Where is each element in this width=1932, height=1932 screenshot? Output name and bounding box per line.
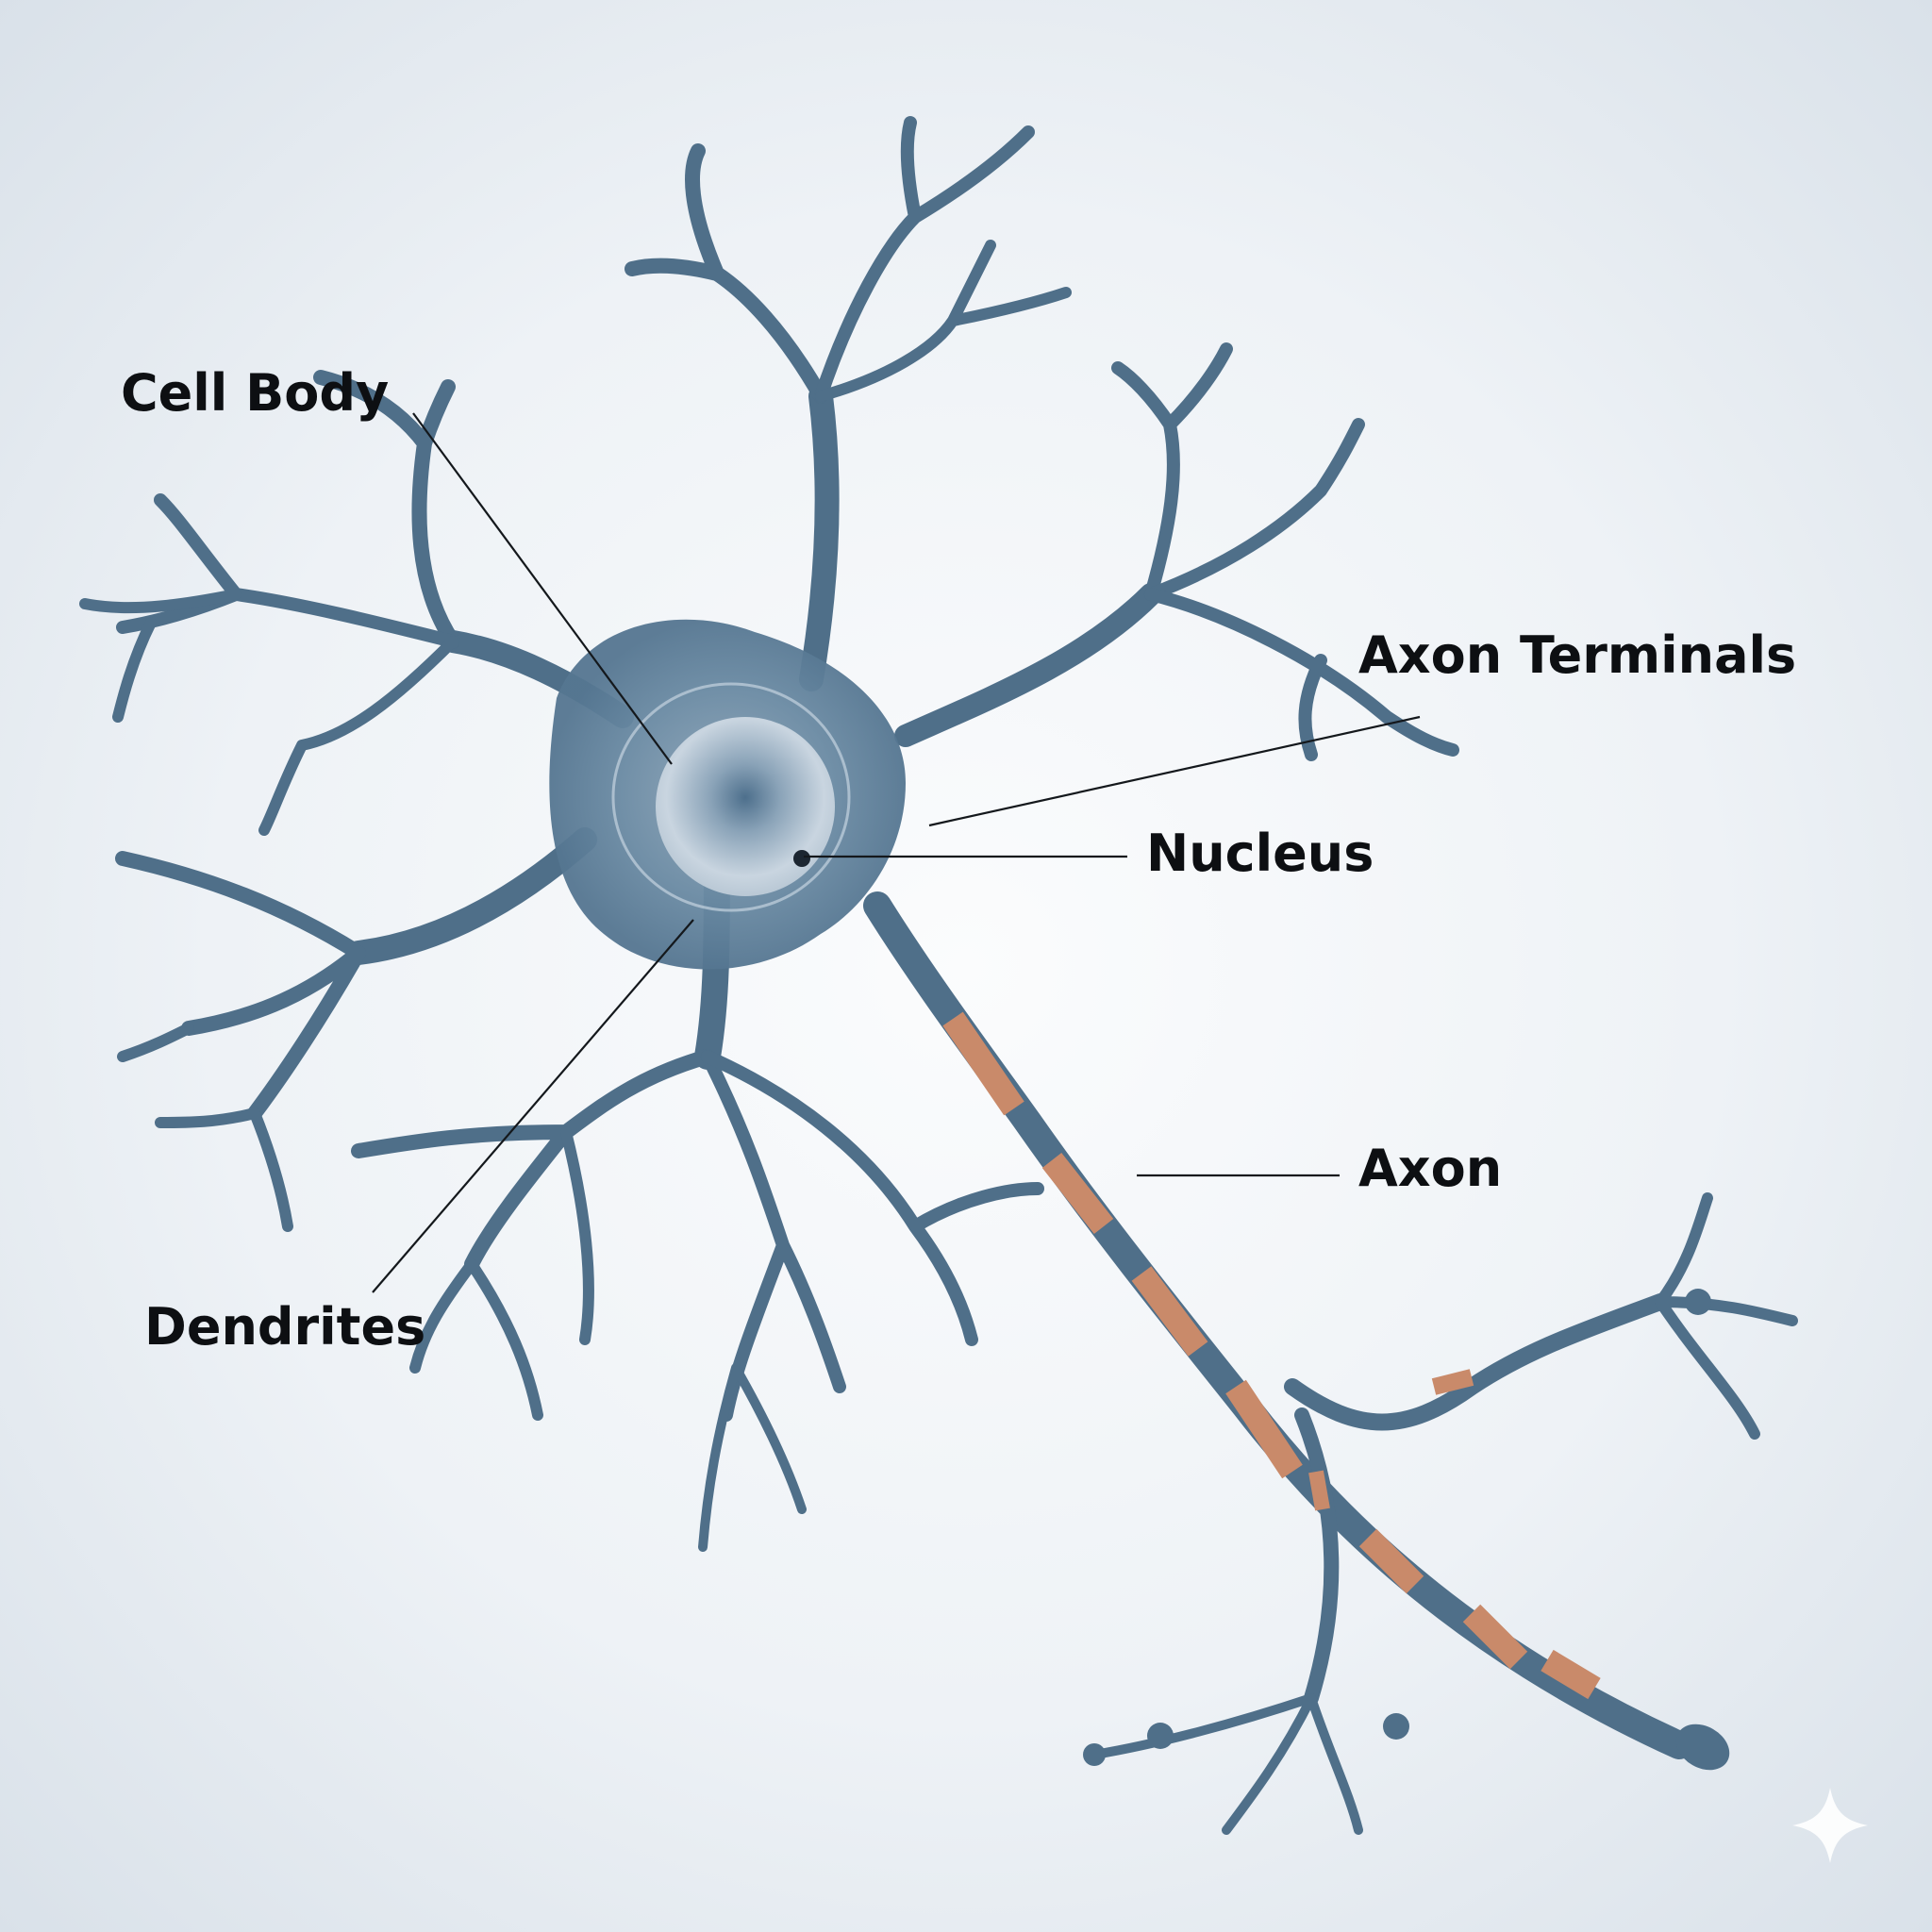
- leader-dendrites: [372, 919, 694, 1293]
- label-axon: Axon: [1358, 1139, 1503, 1198]
- nucleus-shape: [656, 717, 835, 896]
- leader-axon-terminals: [928, 715, 1421, 827]
- dendrites-group: [79, 116, 1459, 1552]
- sparkle-icon: [1792, 1788, 1868, 1863]
- label-dendrites: Dendrites: [144, 1297, 426, 1357]
- label-axon-terminals: Axon Terminals: [1358, 625, 1797, 685]
- leader-cell-body: [412, 412, 673, 765]
- leader-lines: [372, 412, 1421, 1293]
- axon-shape: [863, 891, 1798, 1835]
- label-nucleus: Nucleus: [1146, 824, 1374, 883]
- label-cell-body: Cell Body: [121, 363, 390, 423]
